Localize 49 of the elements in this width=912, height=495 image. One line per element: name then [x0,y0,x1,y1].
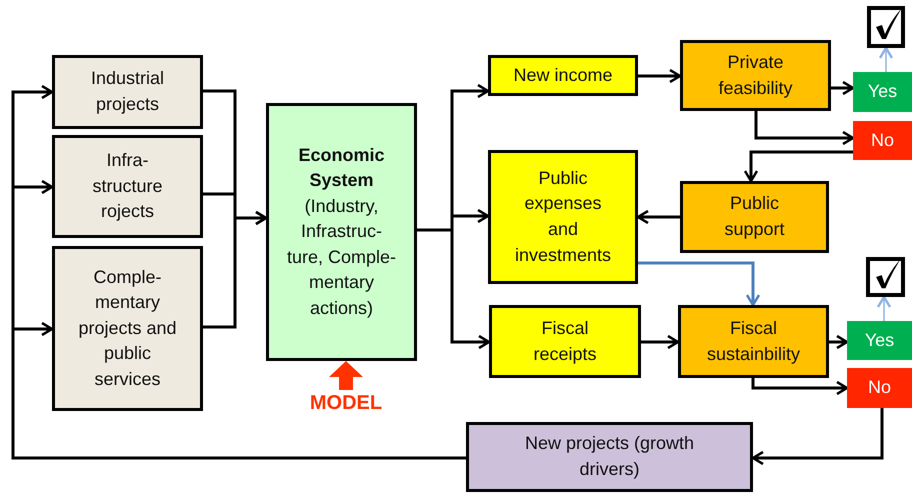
arrow [417,228,490,350]
arrow [638,68,682,84]
box-label: Industrial projects [90,67,166,116]
process-box [489,305,641,378]
box-label: Infra- structure rojects [91,149,164,224]
yes-box [847,321,912,360]
box-label: New projects (growth drivers) [524,432,696,481]
arrow [641,334,680,350]
box-label: Fiscal receipts [532,316,598,366]
arrow [831,80,854,96]
no-box [847,368,912,408]
arrow [752,378,848,396]
arrow [638,262,760,306]
arrow [754,111,854,146]
checkbox-icon [867,6,905,48]
box-label: No [870,128,895,152]
system-box [266,103,417,361]
process-box [678,305,829,378]
process-box [488,150,638,284]
arrow [752,408,884,466]
box-label: New income [512,64,614,87]
process-box [680,40,831,111]
box-label: Fiscal sustainbility [706,316,802,366]
arrow [203,210,268,328]
box-label: Yes [864,328,896,352]
heading-text: Economic System [297,144,386,192]
process-box [680,181,829,253]
no-box [853,121,912,160]
box-label: Public support [723,192,786,241]
box-label: Private feasibility [717,50,794,100]
box-label: (Industry, Infrastruc- ture, Comple- mentary actions) [286,194,398,320]
arrow [744,150,853,182]
box-label: Comple- mentary projects and public services [77,266,178,391]
arrow [876,296,892,321]
box-label: Yes [866,80,898,104]
process-box [52,55,203,129]
process-box [488,55,638,96]
arrow [829,334,848,350]
model-label: MODEL [310,390,382,416]
process-box [52,135,203,238]
process-box [52,246,203,411]
arrow [878,46,894,72]
process-box [466,422,753,492]
box-label: Public expenses and investments [514,166,612,267]
arrow [636,210,680,224]
yes-box [853,72,912,112]
checkbox-icon [866,257,905,297]
arrow [329,361,363,390]
box-label: No [866,376,892,400]
